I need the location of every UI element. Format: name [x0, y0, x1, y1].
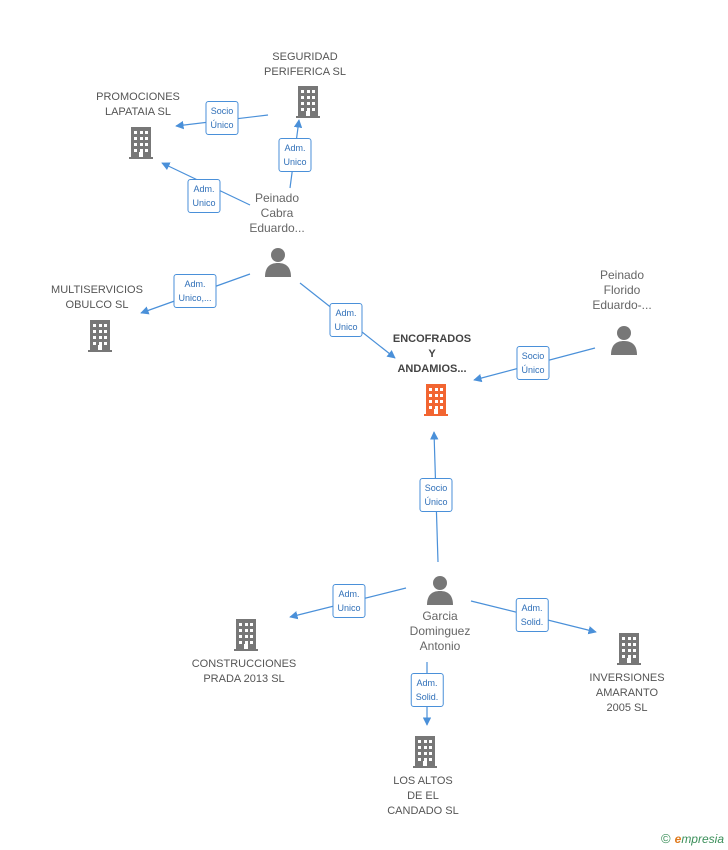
relationship-badge[interactable]: Adm.Solid.: [410, 673, 444, 707]
building-icon[interactable]: [129, 127, 153, 164]
person-icon[interactable]: [263, 247, 293, 282]
building-icon[interactable]: [88, 320, 112, 357]
building-icon[interactable]: [617, 633, 641, 670]
relationship-badge[interactable]: Adm.Solid.: [515, 598, 549, 632]
person-icon[interactable]: [425, 575, 455, 610]
copyright-icon: ©: [661, 831, 671, 846]
relationship-badge[interactable]: Adm.Unico: [187, 179, 221, 213]
building-icon[interactable]: [234, 619, 258, 656]
relationship-badge[interactable]: Adm.Unico: [329, 303, 363, 337]
relationship-badge[interactable]: Adm.Unico,...: [173, 274, 217, 308]
relationship-badge[interactable]: Adm.Unico: [332, 584, 366, 618]
relationship-badge[interactable]: Adm.Unico: [278, 138, 312, 172]
person-icon[interactable]: [609, 325, 639, 360]
building-icon[interactable]: [424, 384, 448, 421]
brand-logo: ©empresia: [661, 831, 724, 846]
building-icon[interactable]: [296, 86, 320, 123]
building-icon[interactable]: [413, 736, 437, 773]
